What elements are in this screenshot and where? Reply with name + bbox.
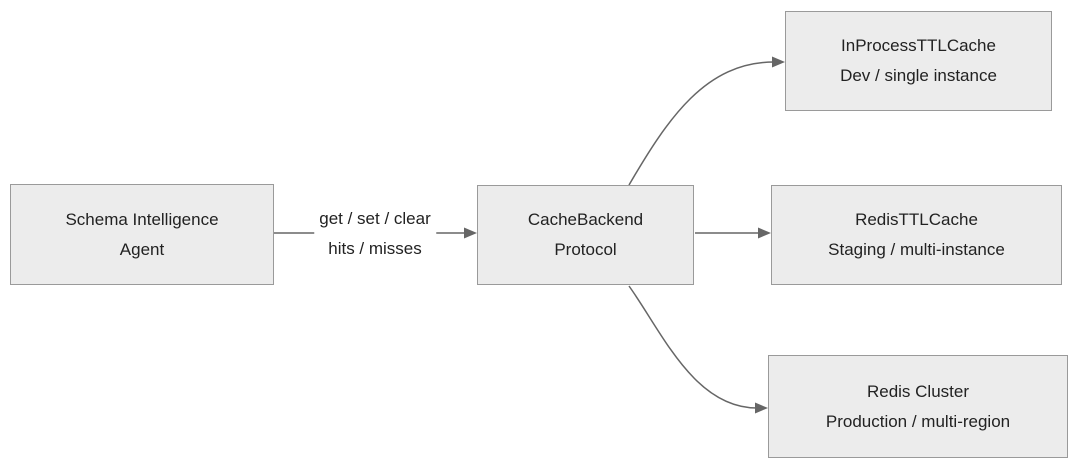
node-schema-intelligence-agent: Schema Intelligence Agent xyxy=(10,184,274,285)
node-cache-backend-protocol: CacheBackend Protocol xyxy=(477,185,694,285)
edge-label-line: hits / misses xyxy=(328,239,422,258)
node-label-line: Schema Intelligence xyxy=(65,209,219,229)
node-label-line: RedisTTLCache xyxy=(855,210,978,229)
edge-label-line: get / set / clear xyxy=(319,209,431,228)
node-label-line: Agent xyxy=(119,239,165,259)
edge-protocol-to-inprocess xyxy=(628,61,775,186)
node-label-line: CacheBackend xyxy=(527,210,644,229)
arrowhead-agent-to-protocol xyxy=(464,227,477,239)
edge-protocol-to-rediscluster xyxy=(628,285,758,409)
node-redis-cluster: Redis Cluster Production / multi-region xyxy=(768,355,1068,458)
node-label-line: Staging / multi-instance xyxy=(828,240,1005,259)
arrowhead-protocol-to-inprocess xyxy=(772,56,785,68)
node-label-line: Production / multi-region xyxy=(825,411,1011,431)
node-label-line: Protocol xyxy=(554,240,617,259)
arrowhead-protocol-to-rediscluster xyxy=(755,402,768,414)
arrowhead-protocol-to-redisttl xyxy=(758,227,771,239)
node-in-process-ttl-cache: InProcessTTLCache Dev / single instance xyxy=(785,11,1052,111)
node-label-line: Redis Cluster xyxy=(866,381,970,401)
node-label-line: InProcessTTLCache xyxy=(841,36,996,55)
node-redis-ttl-cache: RedisTTLCache Staging / multi-instance xyxy=(771,185,1062,285)
edge-label-agent-to-protocol: get / set / clear hits / misses xyxy=(314,204,436,264)
node-label-line: Dev / single instance xyxy=(840,66,997,85)
